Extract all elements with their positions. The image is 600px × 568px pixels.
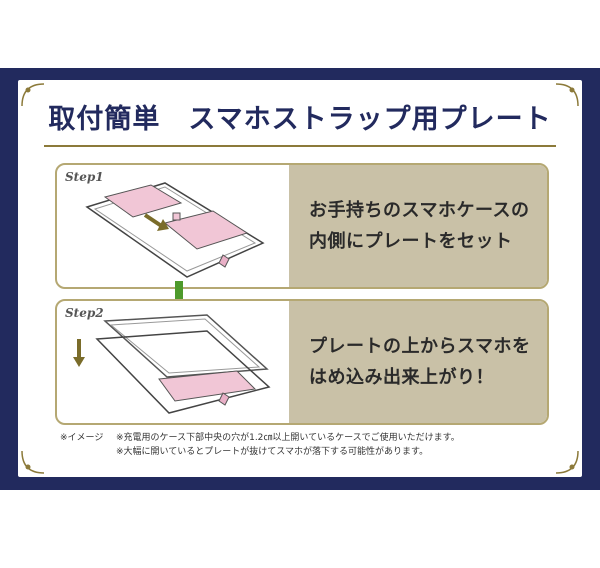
step-1-illustration [85,182,265,278]
usage-notes: ※充電用のケース下部中央の穴が1.2㎝以上開いているケースでご使用いただけます。… [116,431,460,459]
corner-ornament-icon [21,83,45,107]
corner-ornament-icon [21,450,45,474]
title-divider [44,145,556,147]
step-2-label: Step2 [65,306,104,320]
step-1-line: 内側にプレートをセット [309,231,513,252]
page-title: 取付簡単 スマホストラップ用プレート [48,104,552,135]
step-2-card: Step2 プレートの上からスマホを はめ込み出来上がり！ [55,299,549,425]
step-2-line: プレートの上からスマホを [309,336,531,357]
step-1-card: Step1 お手持ちのスマホケースの 内側にプレートをセット [55,163,549,289]
usage-note-line: ※充電用のケース下部中央の穴が1.2㎝以上開いているケースでご使用いただけます。 [116,433,460,443]
image-note: ※イメージ [60,433,104,443]
step-2-text: プレートの上からスマホを はめ込み出来上がり！ [289,301,547,423]
step-2-illustration [73,314,271,414]
step-1-line: お手持ちのスマホケースの [309,200,530,221]
corner-ornament-icon [555,450,579,474]
corner-ornament-icon [555,83,579,107]
usage-note-line: ※大幅に開いているとプレートが抜けてスマホが落下する可能性があります。 [116,447,429,457]
step-1-text: お手持ちのスマホケースの 内側にプレートをセット [289,165,547,287]
step-2-line: はめ込み出来上がり！ [309,367,494,388]
step-1-label: Step1 [65,170,104,184]
